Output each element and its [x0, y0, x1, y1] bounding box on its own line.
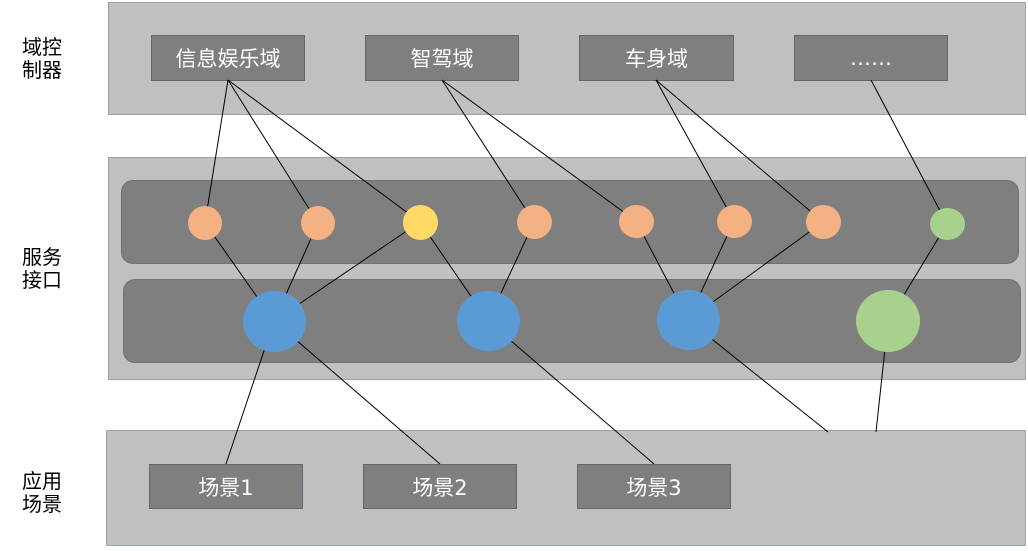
scene-box-3: 场景3 — [577, 464, 731, 509]
domain-box-body: 车身域 — [579, 35, 734, 81]
label-application-scene: 应用 场景 — [22, 469, 62, 516]
atomic-service-lane — [121, 180, 1019, 264]
composite-service-node-other — [856, 290, 920, 352]
atomic-service-node — [619, 205, 654, 238]
atomic-service-node — [188, 206, 222, 240]
composite-service-node — [657, 290, 720, 350]
composite-service-node — [243, 291, 306, 352]
domain-box-adas: 智驾域 — [365, 35, 519, 81]
atomic-service-node — [717, 205, 752, 238]
scene-box-2: 场景2 — [363, 464, 517, 509]
composite-service-node — [457, 291, 520, 351]
domain-box-more: …… — [794, 35, 948, 81]
label-domain-controller: 域控 制器 — [22, 35, 62, 82]
atomic-service-node — [806, 205, 841, 239]
atomic-service-node — [301, 206, 335, 240]
atomic-service-node — [517, 205, 552, 239]
atomic-service-node-other — [930, 208, 965, 240]
atomic-service-node-highlighted — [403, 205, 438, 240]
domain-box-infotainment: 信息娱乐域 — [151, 35, 305, 81]
label-service-interface: 服务 接口 — [22, 245, 62, 292]
scene-box-1: 场景1 — [149, 464, 303, 509]
